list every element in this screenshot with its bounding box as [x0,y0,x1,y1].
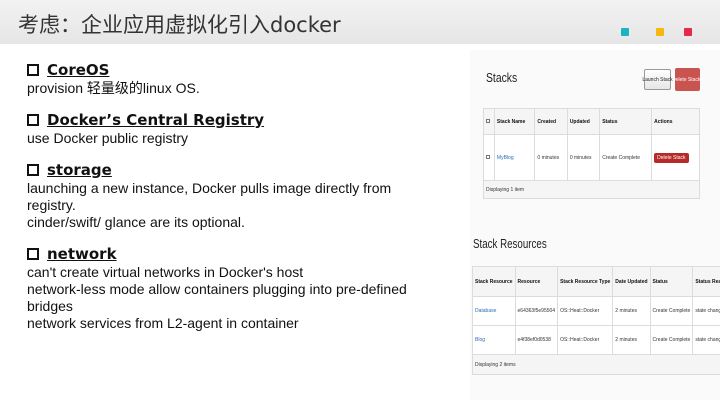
delete-stacks-button[interactable]: Delete Stacks [672,68,703,91]
accent-square-cyan [621,28,629,36]
table-cell: Create Complete [649,325,694,355]
section-title: CoreOS [47,61,110,79]
section-line: use Docker public registry [27,130,189,146]
column-header[interactable]: Stack Resource Type [557,266,614,297]
section-line: registry. [27,197,76,213]
table-cell: 0 minutes [566,134,601,181]
table-row: Database e64363f5e95504 OS::Heat::Docker… [472,296,720,326]
column-header[interactable]: Stack Resource [472,266,516,297]
column-header[interactable]: Stack Name [493,108,536,135]
section-title: storage [47,161,112,179]
column-header[interactable]: Updated [566,108,601,135]
column-header[interactable]: Date Updated [612,266,651,297]
section-line: network services from L2-agent in contai… [27,315,299,331]
column-header[interactable]: Status Reason [692,266,720,297]
section-line: launching a new instance, Docker pulls i… [27,180,392,196]
column-header[interactable]: Created [534,108,568,135]
accent-square-red [684,28,692,36]
launch-stack-button[interactable]: Launch Stack [642,69,673,90]
section-line: cinder/swift/ glance are its optional. [27,214,245,230]
table-header-row: Stack Resource Resource Stack Resource T… [472,266,720,297]
table-cell: state changed [692,296,720,326]
accent-square-yellow [656,28,664,36]
table-cell: state changed [692,325,720,355]
select-all-checkbox[interactable] [486,118,490,123]
section-registry: Docker’s Central Registry use Docker pub… [27,110,467,147]
checkbox-bullet-icon [27,164,39,176]
section-line: can't create virtual networks in Docker'… [27,264,304,280]
resource-link[interactable]: Blog [472,325,516,355]
section-line: provision 轻量级的linux OS. [27,80,200,96]
column-header: Actions [651,108,700,135]
table-row: MyBlog 0 minutes 0 minutes Create Comple… [483,134,700,181]
table-cell: Create Complete [649,296,694,326]
table-row: Blog e4f38ef0d0538 OS::Heat::Docker 2 mi… [472,325,720,355]
section-title: Docker’s Central Registry [47,111,265,129]
section-line: network-less mode allow containers plugg… [27,281,407,297]
table-cell: e64363f5e95504 [514,296,559,326]
table-footer: Displaying 1 item [483,180,700,199]
table-cell: OS::Heat::Docker [557,325,614,355]
stack-name-link[interactable]: MyBlog [493,134,536,181]
resource-link[interactable]: Database [472,296,516,326]
stacks-title: Stacks [486,70,518,85]
table-footer: Displaying 2 items [471,354,720,375]
section-storage: storage launching a new instance, Docker… [27,160,467,231]
column-header[interactable]: Status [649,266,694,297]
checkbox-bullet-icon [27,114,39,126]
stacks-table: Stack Name Created Updated Status Action… [483,108,700,199]
column-header[interactable]: Resource [514,266,559,297]
stack-resources-table: Stack Resource Resource Stack Resource T… [471,266,720,375]
bullet-list: CoreOS provision 轻量级的linux OS. Docker’s … [27,60,467,345]
table-footer-text: Displaying 2 items [471,354,720,375]
section-line: bridges [27,298,73,314]
table-cell: 2 minutes [612,325,651,355]
checkbox-bullet-icon [27,64,39,76]
table-cell: Create Complete [599,134,653,181]
table-cell: OS::Heat::Docker [557,296,614,326]
section-network: network can't create virtual networks in… [27,244,467,332]
column-header[interactable]: Status [599,108,653,135]
slide-header: 考虑：企业应用虚拟化引入docker [0,0,720,44]
table-cell: 2 minutes [612,296,651,326]
table-header-row: Stack Name Created Updated Status Action… [483,108,700,135]
table-cell: e4f38ef0d0538 [514,325,559,355]
section-title: network [47,245,117,263]
table-footer-text: Displaying 1 item [483,180,700,199]
stack-resources-title: Stack Resources [473,236,547,251]
row-checkbox[interactable] [486,154,490,159]
slide-title: 考虑：企业应用虚拟化引入docker [18,13,341,37]
delete-stack-button[interactable]: Delete Stack [654,152,689,163]
section-coreos: CoreOS provision 轻量级的linux OS. [27,60,467,97]
checkbox-bullet-icon [27,248,39,260]
table-cell: 0 minutes [534,134,568,181]
openstack-heat-screenshot: Stacks Launch Stack Delete Stacks Stack … [470,50,720,400]
